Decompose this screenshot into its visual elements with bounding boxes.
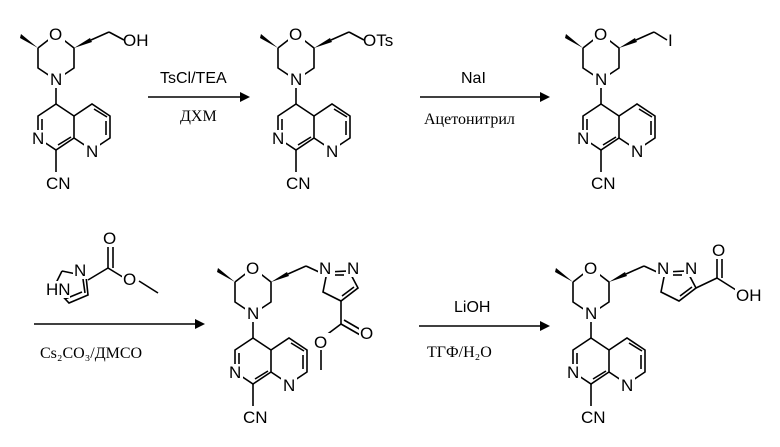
- compound-4-ester: O N N N CN N N O O: [217, 259, 376, 427]
- atom-n: N: [74, 261, 86, 280]
- atom-n: N: [657, 259, 669, 278]
- reagent-label: NaI: [461, 70, 486, 87]
- atom-i: I: [668, 31, 673, 50]
- reaction-arrow-2: NaI Ацетонитрил: [420, 70, 550, 128]
- reaction-arrow-3: Cs₂CO₃/ДМСО: [34, 319, 205, 362]
- atom-n: N: [577, 129, 589, 148]
- compound-5-acid: O N N N CN N N O OH: [555, 241, 765, 427]
- atom-n: N: [319, 259, 331, 278]
- atom-cn: CN: [591, 174, 616, 193]
- atom-o: O: [594, 25, 607, 44]
- atom-n: N: [283, 376, 295, 395]
- solvent-label: Ацетонитрил: [424, 111, 515, 128]
- atom-o: O: [103, 229, 116, 248]
- atom-oh: OH: [736, 286, 762, 305]
- compound-2-tosylate: O N N N CN OTs: [260, 25, 393, 193]
- atom-ots: OTs: [363, 31, 393, 50]
- atom-n: N: [685, 259, 697, 278]
- atom-o: O: [712, 241, 725, 260]
- atom-hn: HN: [46, 280, 71, 299]
- atom-o: O: [360, 324, 373, 343]
- atom-n: N: [595, 70, 607, 89]
- atom-o: O: [289, 25, 302, 44]
- compound-1-alcohol: O N N N CN OH: [20, 25, 149, 193]
- atom-cn: CN: [581, 408, 606, 427]
- reagent-pyrazole-ester: N HN O O: [46, 229, 158, 303]
- reagent-label: LiOH: [454, 299, 490, 316]
- atom-n: N: [290, 70, 302, 89]
- compound-3-iodide: O N N N CN I: [565, 25, 673, 193]
- atom-o: O: [123, 270, 136, 289]
- atom-o: O: [49, 25, 62, 44]
- solvent-label: ДХМ: [180, 108, 217, 125]
- atom-n: N: [50, 70, 62, 89]
- reagent-label: TsCl/TEA: [160, 70, 227, 87]
- atom-n: N: [347, 259, 359, 278]
- atom-cn: CN: [243, 408, 268, 427]
- atom-o: O: [246, 259, 259, 278]
- atom-o: O: [314, 333, 327, 352]
- atom-n: N: [247, 304, 259, 323]
- atom-oh: OH: [123, 31, 149, 50]
- atom-n: N: [631, 142, 643, 161]
- solvent-label: ТГФ/H₂O: [427, 344, 492, 361]
- atom-n: N: [567, 363, 579, 382]
- atom-n: N: [621, 376, 633, 395]
- atom-n: N: [86, 142, 98, 161]
- reaction-arrow-1: TsCl/TEA ДХМ: [148, 70, 250, 125]
- atom-n: N: [272, 129, 284, 148]
- solvent-label: Cs₂CO₃/ДМСО: [40, 345, 142, 362]
- atom-n: N: [326, 142, 338, 161]
- atom-n: N: [32, 129, 44, 148]
- atom-n: N: [229, 363, 241, 382]
- atom-cn: CN: [46, 174, 71, 193]
- atom-n: N: [585, 304, 597, 323]
- atom-o: O: [584, 259, 597, 278]
- atom-cn: CN: [286, 174, 311, 193]
- reaction-arrow-4: LiOH ТГФ/H₂O: [419, 299, 550, 361]
